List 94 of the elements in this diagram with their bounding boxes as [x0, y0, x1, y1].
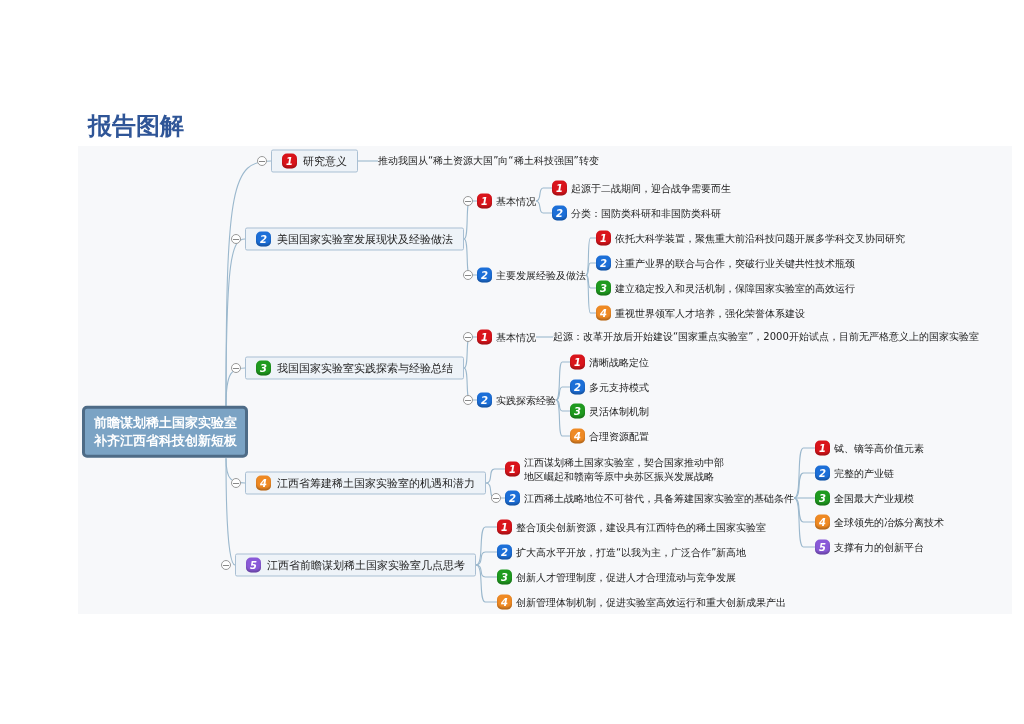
- number-badge: 2: [505, 490, 520, 506]
- connector-line: [357, 160, 379, 162]
- number-badge: 1: [477, 329, 492, 345]
- connector-line: [793, 472, 816, 499]
- number-badge: 3: [256, 360, 271, 376]
- connector-line: [555, 399, 571, 412]
- number-badge: 1: [477, 193, 492, 209]
- number-badge: 4: [256, 475, 271, 491]
- connector-line: [225, 367, 246, 407]
- subtopic-text: 清晰战略定位: [589, 355, 649, 369]
- topic-box: [245, 356, 464, 380]
- connector-line: [585, 274, 597, 314]
- connector-line: [535, 187, 553, 202]
- number-badge: 1: [552, 180, 567, 196]
- number-badge: 4: [596, 305, 611, 321]
- number-badge: 3: [570, 403, 585, 419]
- subtopic-text: 江西谋划稀土国家实验室，契合国家推动中部地区崛起和赣南等原中央苏区振兴发展战略: [524, 455, 724, 483]
- connector-line: [463, 367, 478, 401]
- number-badge: 2: [815, 465, 830, 481]
- connector-line: [485, 482, 506, 499]
- connector-line: [555, 386, 571, 401]
- connector-line: [793, 497, 816, 523]
- number-badge: 3: [596, 280, 611, 296]
- number-badge: 2: [497, 544, 512, 560]
- number-badge: 1: [570, 354, 585, 370]
- number-badge: 3: [497, 569, 512, 585]
- subtopic-text: 创新管理体制机制，促进实验室高效运行和重大创新成果产出: [516, 595, 786, 609]
- connector-line: [475, 551, 498, 566]
- connector-line: [535, 336, 554, 338]
- connector-line: [793, 497, 816, 499]
- topic-label: 研究意义: [303, 153, 347, 169]
- subtopic-text: 分类：国防类科研和非国防类科研: [571, 206, 721, 220]
- number-badge: 5: [246, 557, 261, 573]
- number-badge: 2: [596, 255, 611, 271]
- connector-line: [475, 526, 498, 566]
- topic-box: [245, 471, 486, 495]
- subtopic-text: 重视世界领军人才培养，强化荣誉体系建设: [615, 306, 805, 320]
- connector-line: [585, 274, 597, 289]
- number-badge: 1: [497, 519, 512, 535]
- connector-line: [485, 468, 506, 484]
- number-badge: 1: [815, 440, 830, 456]
- topic-box: [271, 149, 358, 173]
- subtopic-text: 起源于二战期间，迎合战争需要而生: [571, 181, 731, 195]
- number-badge: 1: [505, 461, 520, 477]
- number-badge: 5: [815, 539, 830, 555]
- subtopic-text: 主要发展经验及做法: [496, 268, 586, 282]
- topic-box: [235, 553, 476, 577]
- number-badge: 2: [552, 205, 567, 221]
- subtopic-text: 全国最大产业规模: [834, 491, 914, 505]
- number-badge: 2: [477, 392, 492, 408]
- topic-label: 我国国家实验室实践探索与经验总结: [277, 360, 453, 376]
- connector-line: [585, 262, 597, 276]
- connector-line: [463, 336, 478, 369]
- topic-box: [245, 227, 464, 251]
- subtopic-text: 全球领先的冶炼分离技术: [834, 515, 944, 529]
- connector-line: [555, 399, 571, 437]
- subtopic-text: 整合顶尖创新资源，建设具有江西特色的稀土国家实验室: [516, 520, 766, 534]
- number-badge: 2: [570, 379, 585, 395]
- number-badge: 1: [282, 153, 297, 169]
- connector-line: [475, 564, 498, 578]
- subtopic-text: 扩大高水平开放，打造“以我为主，广泛合作”新高地: [516, 545, 747, 559]
- subtopic-text: 推动我国从“稀土资源大国”向“稀土科技强国”转变: [378, 154, 599, 168]
- subtopic-text: 灵活体制机制: [589, 404, 649, 418]
- connector-line: [475, 564, 498, 603]
- subtopic-text: 依托大科学装置，聚焦重大前沿科技问题开展多学科交叉协同研究: [615, 231, 905, 245]
- subtopic-text: 多元支持模式: [589, 380, 649, 394]
- number-badge: 3: [815, 490, 830, 506]
- subtopic-text: 起源：改革开放后开始建设“国家重点实验室”，2000开始试点，目前无严格意义上的国家实验室: [553, 330, 979, 344]
- subtopic-text: 实践探索经验: [496, 393, 556, 407]
- subtopic-text: 合理资源配置: [589, 429, 649, 443]
- number-badge: 4: [497, 594, 512, 610]
- page-title: 报告图解: [88, 110, 184, 142]
- number-badge: 2: [477, 267, 492, 283]
- subtopic-text: 江西稀土战略地位不可替代，具备筹建国家实验室的基础条件: [524, 491, 794, 505]
- topic-label: 江西省前瞻谋划稀土国家实验室几点思考: [267, 557, 465, 573]
- number-badge: 4: [815, 514, 830, 530]
- topic-label: 美国国家实验室发展现状及经验做法: [277, 231, 453, 247]
- connector-line: [793, 447, 816, 499]
- number-badge: 4: [570, 428, 585, 444]
- subtopic-text: 创新人才管理制度，促进人才合理流动与竞争发展: [516, 570, 736, 584]
- subtopic-text: 基本情况: [496, 194, 536, 208]
- subtopic-text: 基本情况: [496, 330, 536, 344]
- subtopic-text: 注重产业界的联合与合作，突破行业关键共性技术瓶颈: [615, 256, 855, 270]
- connector-line: [555, 361, 571, 401]
- central-topic-box: 前瞻谋划稀土国家实验室补齐江西省科技创新短板: [82, 405, 248, 459]
- topic-label: 江西省筹建稀土国家实验室的机遇和潜力: [277, 475, 475, 491]
- subtopic-text: 建立稳定投入和灵活机制，保障国家实验室的高效运行: [615, 281, 855, 295]
- subtopic-text: 完整的产业链: [834, 466, 894, 480]
- connector-line: [793, 497, 816, 548]
- subtopic-text: 铽、镝等高价值元素: [834, 441, 924, 455]
- number-badge: 1: [596, 230, 611, 246]
- subtopic-text: 支撑有力的创新平台: [834, 540, 924, 554]
- number-badge: 2: [256, 231, 271, 247]
- connector-line: [535, 200, 553, 214]
